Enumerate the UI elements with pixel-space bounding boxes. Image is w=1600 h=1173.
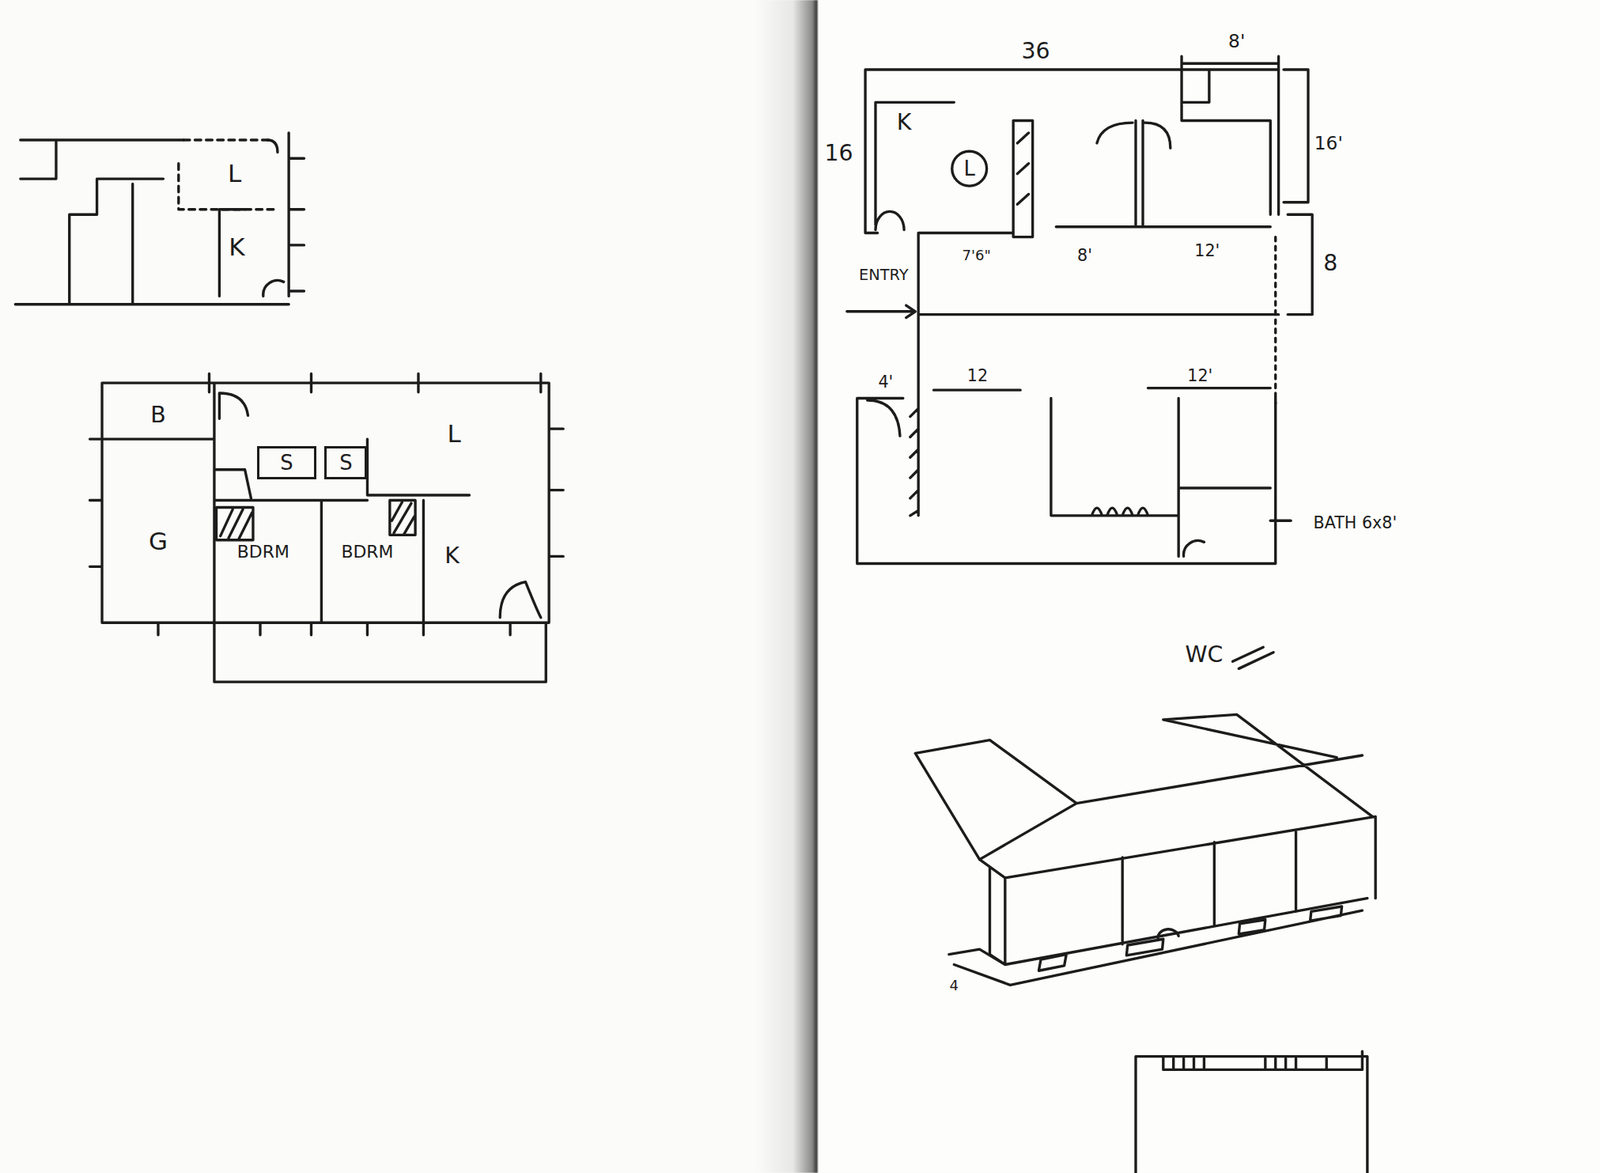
- leader-line: [1270, 519, 1291, 522]
- room-label: BDRM: [237, 542, 290, 562]
- room-label: K: [896, 109, 912, 135]
- dimension-label: 36: [1021, 38, 1050, 64]
- dimension-label: 4': [877, 372, 893, 391]
- dimension-label: 8': [1077, 245, 1093, 265]
- stair-label: S: [339, 451, 352, 474]
- dimension-label: 12': [1187, 366, 1213, 385]
- right-page: [816, 0, 1600, 1173]
- house-plan: [90, 373, 564, 682]
- dimension-label: 12: [967, 366, 988, 385]
- room-label: L: [447, 419, 462, 447]
- left-page: [0, 0, 817, 1173]
- apartment-plan: [857, 69, 1279, 564]
- dimension-label: 16': [1314, 132, 1343, 154]
- entry-label: ENTRY: [858, 267, 909, 284]
- dimension-label: 4: [949, 977, 959, 994]
- partial-plan: [1135, 1051, 1368, 1173]
- room-label: L: [963, 157, 975, 180]
- dimension-label: 8': [1228, 30, 1245, 52]
- room-label: G: [148, 527, 168, 555]
- dimension-label: 8: [1323, 250, 1338, 276]
- dimension-label: 16: [824, 140, 853, 166]
- signature-strokes: [1233, 646, 1275, 669]
- room-note: BATH 6x8': [1313, 513, 1397, 532]
- stair-box: S: [324, 446, 367, 481]
- book-gutter: [755, 0, 819, 1173]
- circle-mark: [952, 151, 988, 186]
- room-label: K: [444, 544, 460, 569]
- dashed-room: [178, 139, 274, 210]
- signature: WC: [1184, 643, 1223, 668]
- perspective-sketch: [915, 714, 1376, 985]
- entry-arrow: [847, 305, 916, 318]
- dimension-bracket: [1181, 56, 1313, 314]
- room-label: BDRM: [340, 542, 394, 562]
- room-label: B: [150, 402, 166, 428]
- chimney-hatch: [216, 499, 417, 540]
- stair-label: S: [279, 451, 293, 474]
- stair-box: S: [257, 446, 317, 481]
- dimension-label: 7'6": [962, 247, 992, 264]
- dashed-wall: [1274, 237, 1277, 404]
- room-label: K: [228, 233, 245, 261]
- dimension-label: 12': [1194, 242, 1220, 261]
- room-label: L: [227, 159, 242, 187]
- small-plan: [15, 132, 304, 305]
